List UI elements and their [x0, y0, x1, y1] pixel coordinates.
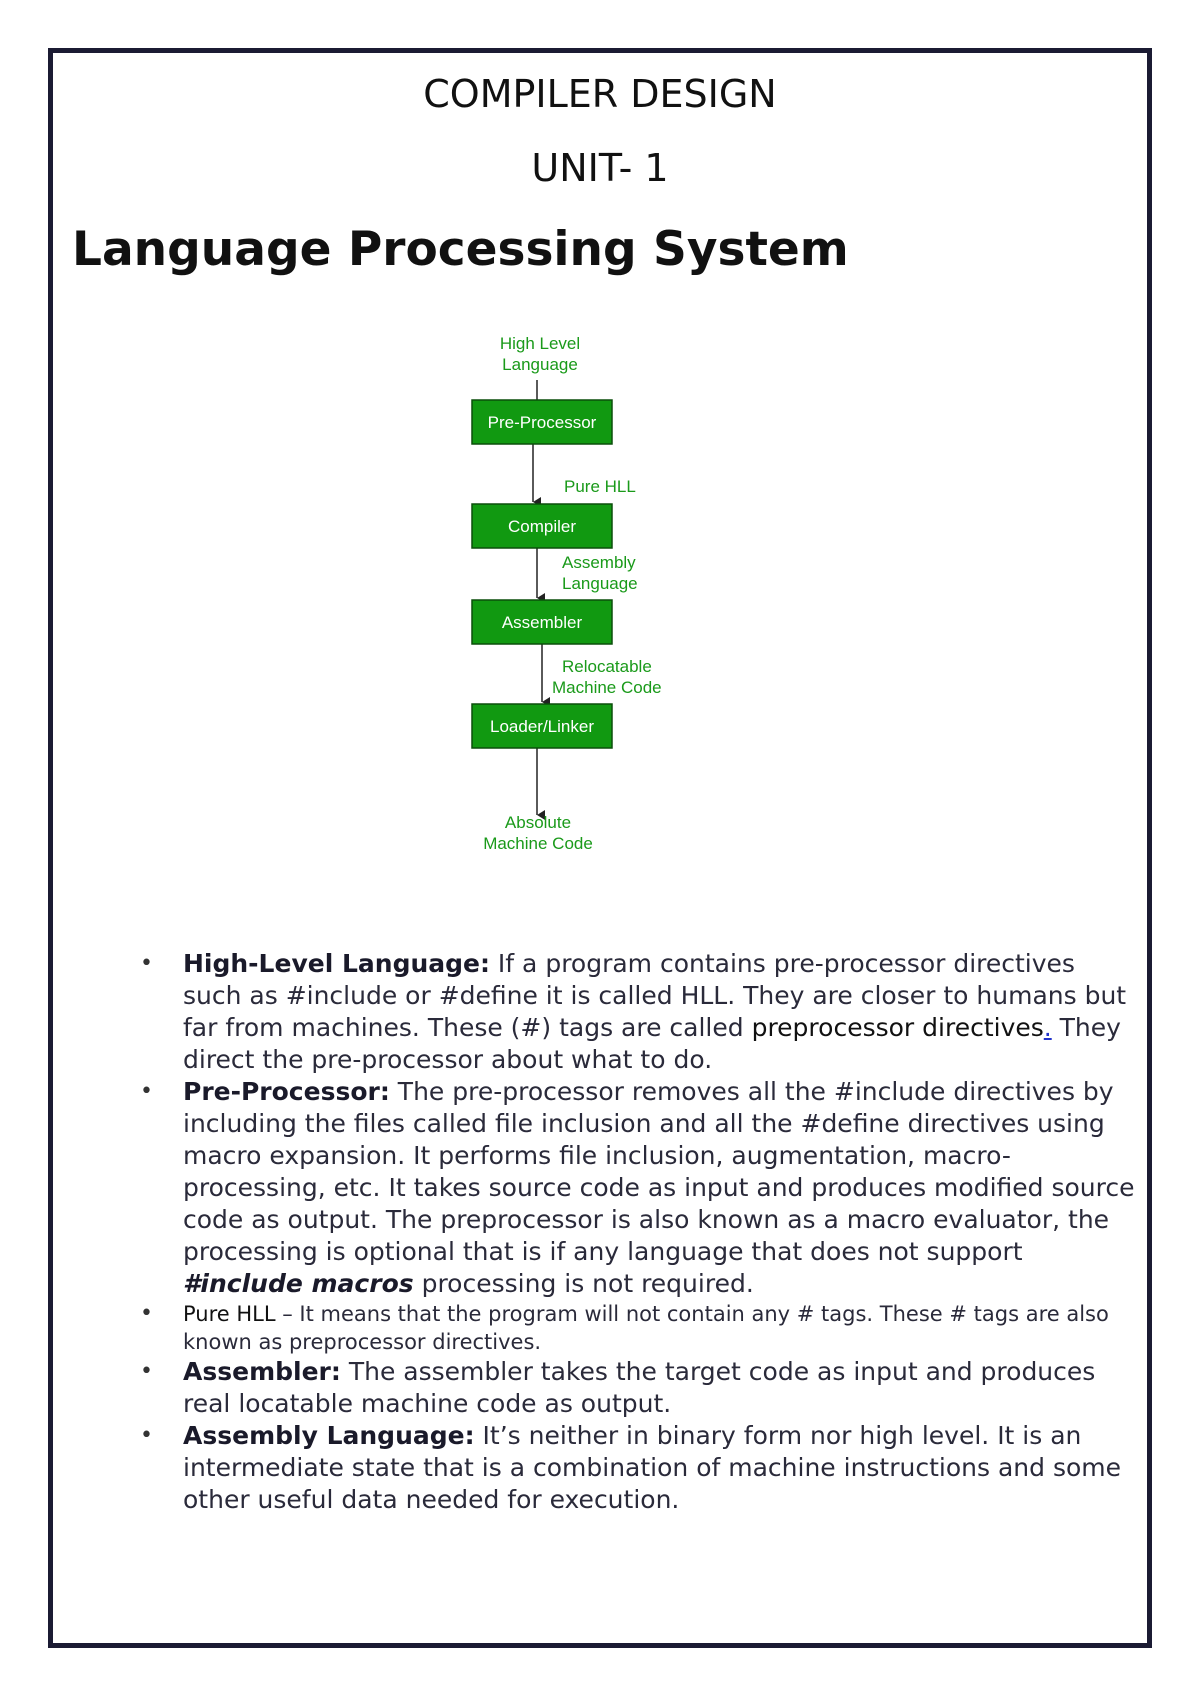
output-label-line-2: Machine Code [483, 834, 593, 853]
term-assembly-language: Assembly Language: [183, 1421, 475, 1450]
input-label-line-1: High Level [500, 334, 580, 353]
box-pre-processor [471, 399, 613, 445]
list-item-pre-processor: Pre-Processor: The pre-processor removes… [140, 1076, 1140, 1300]
hyperlink-dot[interactable]: . [1043, 1013, 1052, 1042]
body-pre-processor: The pre-processor removes all the #inclu… [183, 1077, 1135, 1266]
term-pre-processor: Pre-Processor: [183, 1077, 390, 1106]
body-high-level-language-end: They direct the pre-processor about what… [183, 1013, 1121, 1074]
list-item-assembly-language: Assembly Language: It’s neither in binar… [140, 1420, 1140, 1516]
box-pre-processor-label: Pre-Processor [488, 413, 597, 432]
body-assembly-language: It’s neither in binary form nor high lev… [183, 1421, 1122, 1514]
term-assembler: Assembler: [183, 1357, 341, 1386]
language-processing-diagram: High Level Language Pre-Processor Compil… [471, 334, 662, 853]
list-item-pure-hll: Pure HLL – It means that the program wil… [140, 1300, 1140, 1356]
body-pure-hll: – It means that the program will not con… [183, 1302, 1109, 1354]
body-high-level-language: If a program contains pre-processor dire… [183, 949, 1127, 1042]
term-preprocessor-directives: preprocessor directives [751, 1013, 1044, 1042]
term-pure-hll: Pure HLL [183, 1302, 276, 1326]
body-assembler: The assembler takes the target code as i… [183, 1357, 1096, 1418]
page-title: Language Processing System [72, 222, 849, 277]
unit-title: UNIT- 1 [531, 146, 669, 190]
box-assembler [471, 599, 613, 645]
input-label-line-2: Language [502, 355, 578, 374]
box-assembler-label: Assembler [502, 613, 583, 632]
list-item-high-level-language: High-Level Language: If a program contai… [140, 948, 1140, 1076]
edge-label-assembly-line-1: Assembly [562, 553, 636, 572]
definition-list: High-Level Language: If a program contai… [140, 948, 1140, 1516]
box-compiler [471, 503, 613, 549]
box-loader-linker-label: Loader/Linker [490, 717, 594, 736]
edge-label-pure-hll: Pure HLL [564, 477, 636, 496]
body-pre-processor-end: processing is not required. [413, 1269, 754, 1298]
emphasis-include-macros: #include macros [183, 1269, 414, 1298]
edge-label-relocatable-line-1: Relocatable [562, 657, 652, 676]
term-high-level-language: High-Level Language: [183, 949, 490, 978]
edge-label-relocatable-line-2: Machine Code [552, 678, 662, 697]
page-border [48, 48, 1152, 1648]
list-item-assembler: Assembler: The assembler takes the targe… [140, 1356, 1140, 1420]
box-compiler-label: Compiler [508, 517, 576, 536]
output-label-line-1: Absolute [505, 813, 571, 832]
box-loader-linker [471, 703, 613, 749]
course-title: COMPILER DESIGN [423, 72, 777, 116]
edge-label-assembly-line-2: Language [562, 574, 638, 593]
